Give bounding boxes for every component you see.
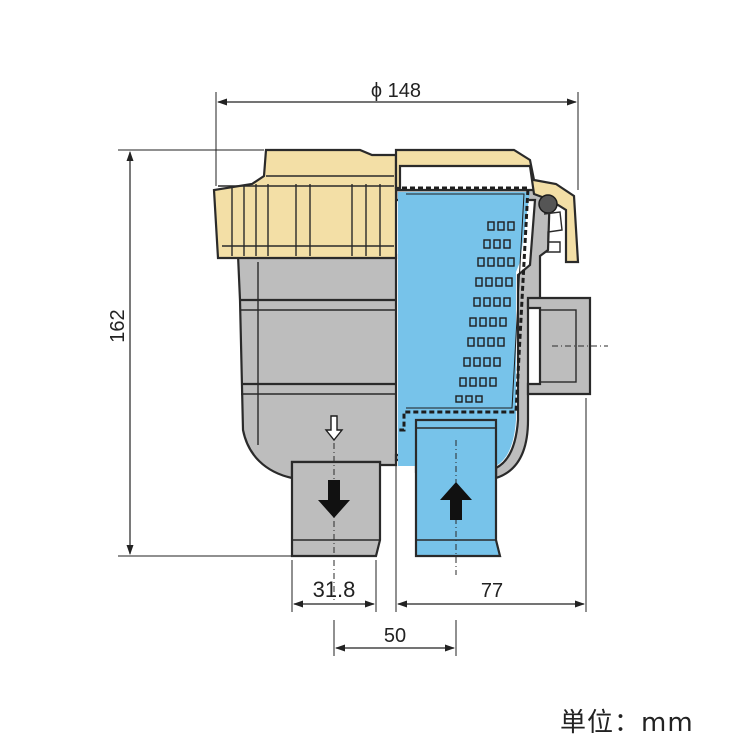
flow-up-arrow-icon — [440, 482, 472, 520]
screen-perforations — [455, 221, 515, 403]
cap-knurling — [218, 175, 394, 256]
dimension-offset — [395, 398, 587, 612]
diameter-label: ϕ 148 — [371, 80, 421, 102]
strainer-screen — [398, 186, 530, 432]
o-ring-seal — [538, 194, 558, 214]
flow-down-arrow-icon — [318, 480, 350, 518]
dimension-height — [118, 149, 292, 557]
water-chamber — [398, 192, 530, 466]
bowl-left-body — [236, 253, 398, 480]
dimension-spacing — [333, 620, 457, 656]
outlet-pipe — [290, 415, 382, 600]
outlet-diameter-label: 31.8 — [313, 577, 356, 602]
flow-down-outline-arrow-icon — [324, 415, 344, 442]
dimension-outlet-diameter — [291, 560, 377, 612]
offset-label: 77 — [481, 580, 503, 602]
dimension-diameter — [215, 92, 579, 190]
unit-label: 単位：mm — [560, 708, 694, 738]
side-port — [526, 296, 608, 396]
filter-cap — [212, 148, 580, 264]
spacing-label: 50 — [384, 625, 406, 647]
inlet-pipe — [414, 418, 502, 575]
cap-clip — [543, 211, 563, 253]
height-label: 162 — [107, 309, 129, 342]
cap-left-half — [212, 148, 398, 260]
cap-right-section — [394, 148, 580, 264]
